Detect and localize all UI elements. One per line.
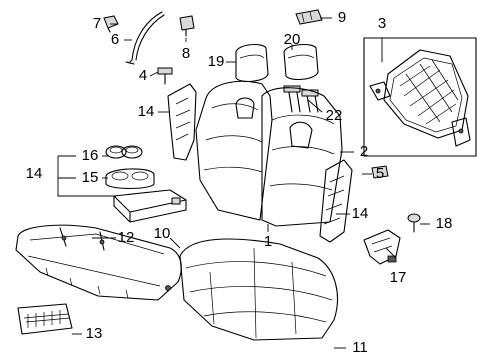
callout-1: 1 bbox=[264, 233, 272, 250]
callout-20: 19 bbox=[208, 53, 225, 70]
callout-2: 2 bbox=[360, 143, 368, 160]
headrest-guides bbox=[283, 85, 319, 113]
callout-12: 12 bbox=[118, 229, 135, 246]
callouts: 7 6 8 4 9 3 19 20 22 14 2 16 15 14 5 14 … bbox=[26, 9, 453, 356]
seat-cushion bbox=[179, 238, 338, 341]
callout-6: 6 bbox=[111, 31, 119, 48]
latch-right bbox=[451, 117, 471, 147]
armrest-15 bbox=[113, 189, 187, 223]
callout-7: 7 bbox=[93, 15, 101, 32]
bracket-18 bbox=[363, 229, 401, 265]
bracket-8 bbox=[179, 15, 195, 37]
callout-21: 20 bbox=[284, 31, 301, 48]
callout-22: 22 bbox=[326, 107, 343, 124]
callout-17: 16 bbox=[82, 147, 99, 164]
callout-16: 15 bbox=[82, 169, 99, 186]
clip-5 bbox=[371, 165, 389, 179]
fastener-19 bbox=[407, 213, 421, 233]
callout-14-left: 14 bbox=[138, 103, 155, 120]
callout-10: 10 bbox=[154, 225, 171, 242]
hook-9 bbox=[295, 9, 323, 25]
inset-border bbox=[363, 37, 477, 157]
callout-15: 14 bbox=[26, 165, 43, 182]
callout-5: 5 bbox=[376, 165, 384, 182]
callout-9: 9 bbox=[338, 9, 346, 26]
callout-14-right: 14 bbox=[352, 205, 369, 222]
seat-cushion-frame bbox=[15, 224, 182, 301]
callout-18: 17 bbox=[390, 269, 407, 286]
callout-11: 11 bbox=[352, 339, 368, 356]
wire-bracket bbox=[125, 11, 165, 65]
seat-back-frame-inset bbox=[363, 37, 477, 157]
callout-8: 8 bbox=[182, 45, 190, 62]
headrest-21 bbox=[283, 43, 319, 81]
leader-lines bbox=[57, 17, 430, 349]
callout-3: 3 bbox=[378, 15, 386, 32]
side-bolster-left bbox=[167, 83, 197, 161]
seat-back bbox=[195, 80, 343, 227]
cup-holder-17 bbox=[105, 145, 143, 159]
side-bolster-right bbox=[319, 159, 353, 243]
latch-left bbox=[369, 81, 391, 101]
cup-holder-insert-16 bbox=[105, 168, 155, 190]
callout-13: 13 bbox=[86, 325, 103, 342]
bolt-4 bbox=[157, 67, 173, 85]
callout-19: 18 bbox=[436, 215, 453, 232]
headrest-20 bbox=[235, 43, 269, 83]
callout-4: 4 bbox=[139, 67, 147, 84]
frame-outline bbox=[383, 49, 469, 139]
plate-13 bbox=[17, 303, 73, 335]
